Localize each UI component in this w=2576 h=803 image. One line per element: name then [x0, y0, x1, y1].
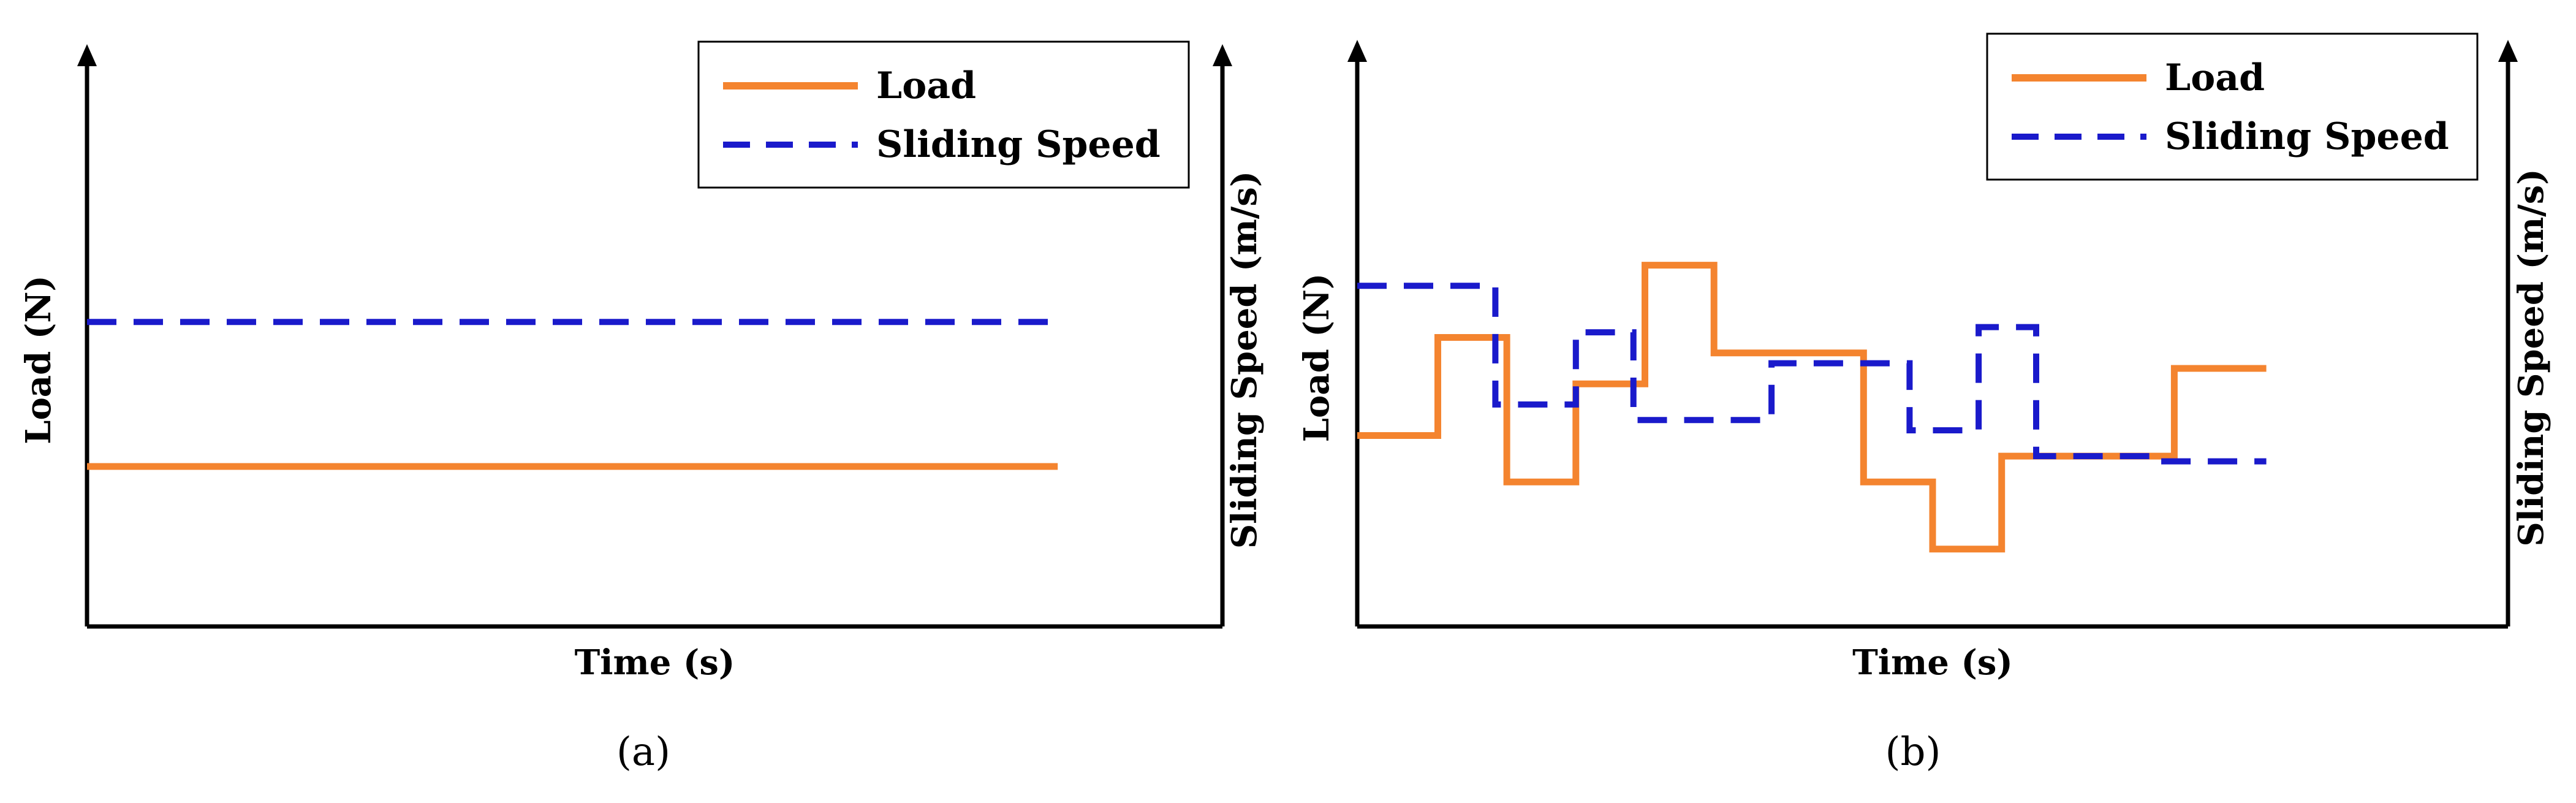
- y-axis-label-b: Load (N): [1297, 273, 1337, 443]
- y2-axis-label-b: Sliding Speed (m/s): [2511, 169, 2551, 547]
- legend-label-load-b: Load: [2165, 56, 2265, 99]
- left-y-axis-arrow-a: [77, 44, 97, 66]
- legend-label-speed-b: Sliding Speed: [2165, 115, 2449, 158]
- y2-axis-label-a: Sliding Speed (m/s): [1224, 171, 1265, 549]
- right-y-axis-arrow-b: [2498, 40, 2518, 62]
- right-y-axis-arrow-a: [1213, 44, 1232, 66]
- sliding-speed-line-b: [1357, 283, 2267, 465]
- x-axis-label-a: Time (s): [575, 642, 735, 683]
- legend-b: [1986, 32, 2479, 181]
- panel-label-a: (a): [616, 729, 670, 775]
- legend-label-speed-a: Sliding Speed: [876, 123, 1161, 166]
- left-y-axis-arrow-b: [1347, 40, 1367, 62]
- legend-label-load-a: Load: [876, 64, 976, 107]
- panel-label-b: (b): [1885, 729, 1941, 775]
- y-axis-label-a: Load (N): [18, 275, 59, 444]
- legend-a: [697, 40, 1190, 189]
- load-line-b: [1357, 262, 2267, 553]
- x-axis-label-b: Time (s): [1852, 642, 2013, 683]
